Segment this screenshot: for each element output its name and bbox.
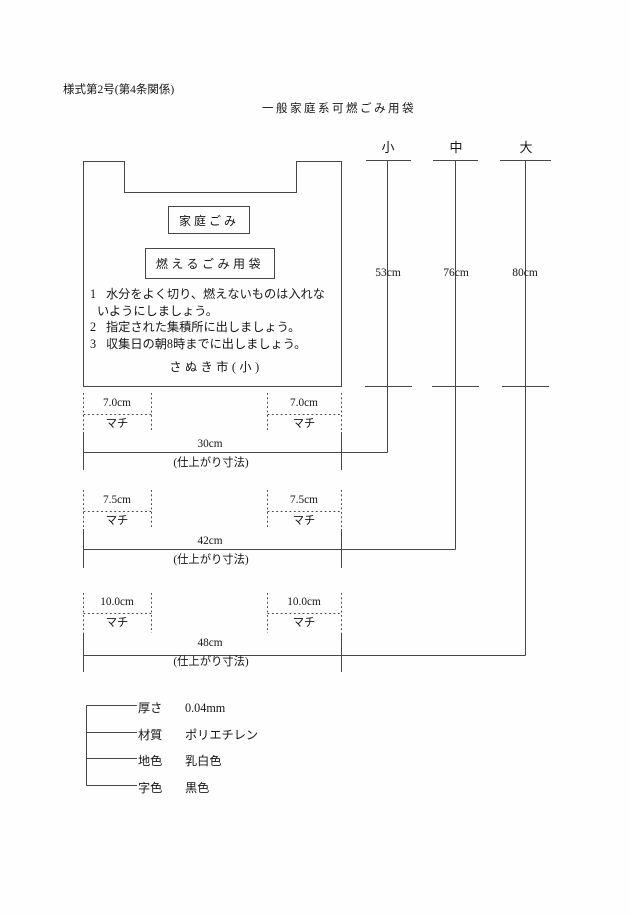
height-value-large: 80cm: [512, 267, 538, 279]
rule-3-number: 3: [90, 336, 97, 351]
spec-row-base-color: 地色 乳白色: [138, 751, 222, 769]
bag-type-label-box: 家庭ごみ: [168, 206, 250, 234]
spec-value: 0.04mm: [185, 701, 226, 715]
spec-value: ポリエチレン: [185, 728, 259, 742]
size-label-small: 小: [381, 140, 395, 155]
spec-value: 乳白色: [185, 754, 222, 768]
finished-size-note: (仕上がり寸法): [173, 656, 249, 668]
bag-outline: [83, 161, 342, 387]
gusset-value-left: 7.0cm: [103, 397, 131, 409]
height-value-medium: 76cm: [443, 267, 469, 279]
dimension-labels-medium: 7.5cm 7.5cm マチ マチ 42cm (仕上がり寸法): [0, 490, 630, 570]
gusset-dashed-lines: [83, 393, 342, 432]
dimension-labels-small: 7.0cm 7.0cm マチ マチ 30cm (仕上がり寸法): [0, 393, 630, 473]
city-size-label: さぬき市(小): [169, 360, 263, 374]
bag-name-label: 燃えるごみ用袋: [155, 257, 265, 271]
spec-row-text-color: 字色 黒色: [138, 778, 209, 796]
rule-3-text: 収集日の朝8時までに出しましょう。: [106, 336, 307, 351]
finished-size-note: (仕上がり寸法): [173, 554, 249, 566]
gusset-name-left: マチ: [105, 418, 129, 430]
spec-bracket: [86, 705, 137, 786]
width-value: 48cm: [197, 637, 223, 649]
material-specs: 厚さ 0.04mm 材質 ポリエチレン 地色 乳白色 字色 黒色: [0, 698, 400, 798]
usage-rules: 1 水分をよく切り、燃えないものは入れな いようにしましょう。 2 指定された集…: [0, 287, 360, 357]
rule-1-number: 1: [90, 287, 97, 301]
dimension-group-medium: [83, 490, 456, 568]
spec-label: 厚さ: [138, 701, 163, 715]
spec-row-thickness: 厚さ 0.04mm: [138, 698, 225, 716]
finished-size-note: (仕上がり寸法): [173, 457, 249, 469]
bag-type-label: 家庭ごみ: [178, 213, 239, 228]
size-line-medium: [432, 160, 479, 550]
gusset-name-right: マチ: [292, 418, 316, 430]
gusset-name-right: マチ: [292, 515, 316, 527]
spec-label: 地色: [138, 754, 163, 768]
width-value: 42cm: [197, 535, 223, 547]
gusset-value-right: 10.0cm: [287, 596, 321, 608]
gusset-dashed-lines: [83, 490, 342, 529]
gusset-name-left: マチ: [105, 617, 129, 629]
page-title: 一般家庭系可燃ごみ用袋: [262, 103, 416, 115]
spec-value: 黒色: [185, 781, 210, 795]
width-value: 30cm: [197, 438, 223, 450]
gusset-name-left: マチ: [105, 515, 129, 527]
height-value-small: 53cm: [375, 267, 401, 279]
size-line-small: [365, 160, 412, 453]
dimension-group-small: [83, 393, 388, 470]
rule-2-number: 2: [90, 320, 97, 334]
spec-label: 字色: [138, 781, 163, 795]
rule-2-text: 指定された集積所に出しましょう。: [106, 320, 301, 334]
size-line-large: [500, 160, 551, 656]
gusset-value-right: 7.0cm: [290, 397, 318, 409]
spec-row-material: 材質 ポリエチレン: [138, 725, 258, 743]
spec-label: 材質: [138, 728, 163, 742]
bag-name-label-box: 燃えるごみ用袋: [145, 248, 275, 279]
gusset-value-left: 7.5cm: [103, 494, 131, 506]
dimension-group-large: [83, 593, 526, 672]
gusset-value-left: 10.0cm: [100, 596, 134, 608]
gusset-value-right: 7.5cm: [290, 494, 318, 506]
rule-1-text: 水分をよく切り、燃えないものは入れな: [106, 287, 325, 301]
size-label-medium: 中: [449, 140, 463, 155]
size-label-large: 大: [519, 140, 533, 155]
gusset-dashed-lines: [83, 593, 342, 633]
form-style-number: 様式第2号(第4条関係): [63, 84, 175, 96]
dimension-labels-large: 10.0cm 10.0cm マチ マチ 48cm (仕上がり寸法): [0, 592, 630, 672]
gusset-name-right: マチ: [292, 617, 316, 629]
rule-1-text-cont: いようにしましょう。: [97, 303, 218, 318]
